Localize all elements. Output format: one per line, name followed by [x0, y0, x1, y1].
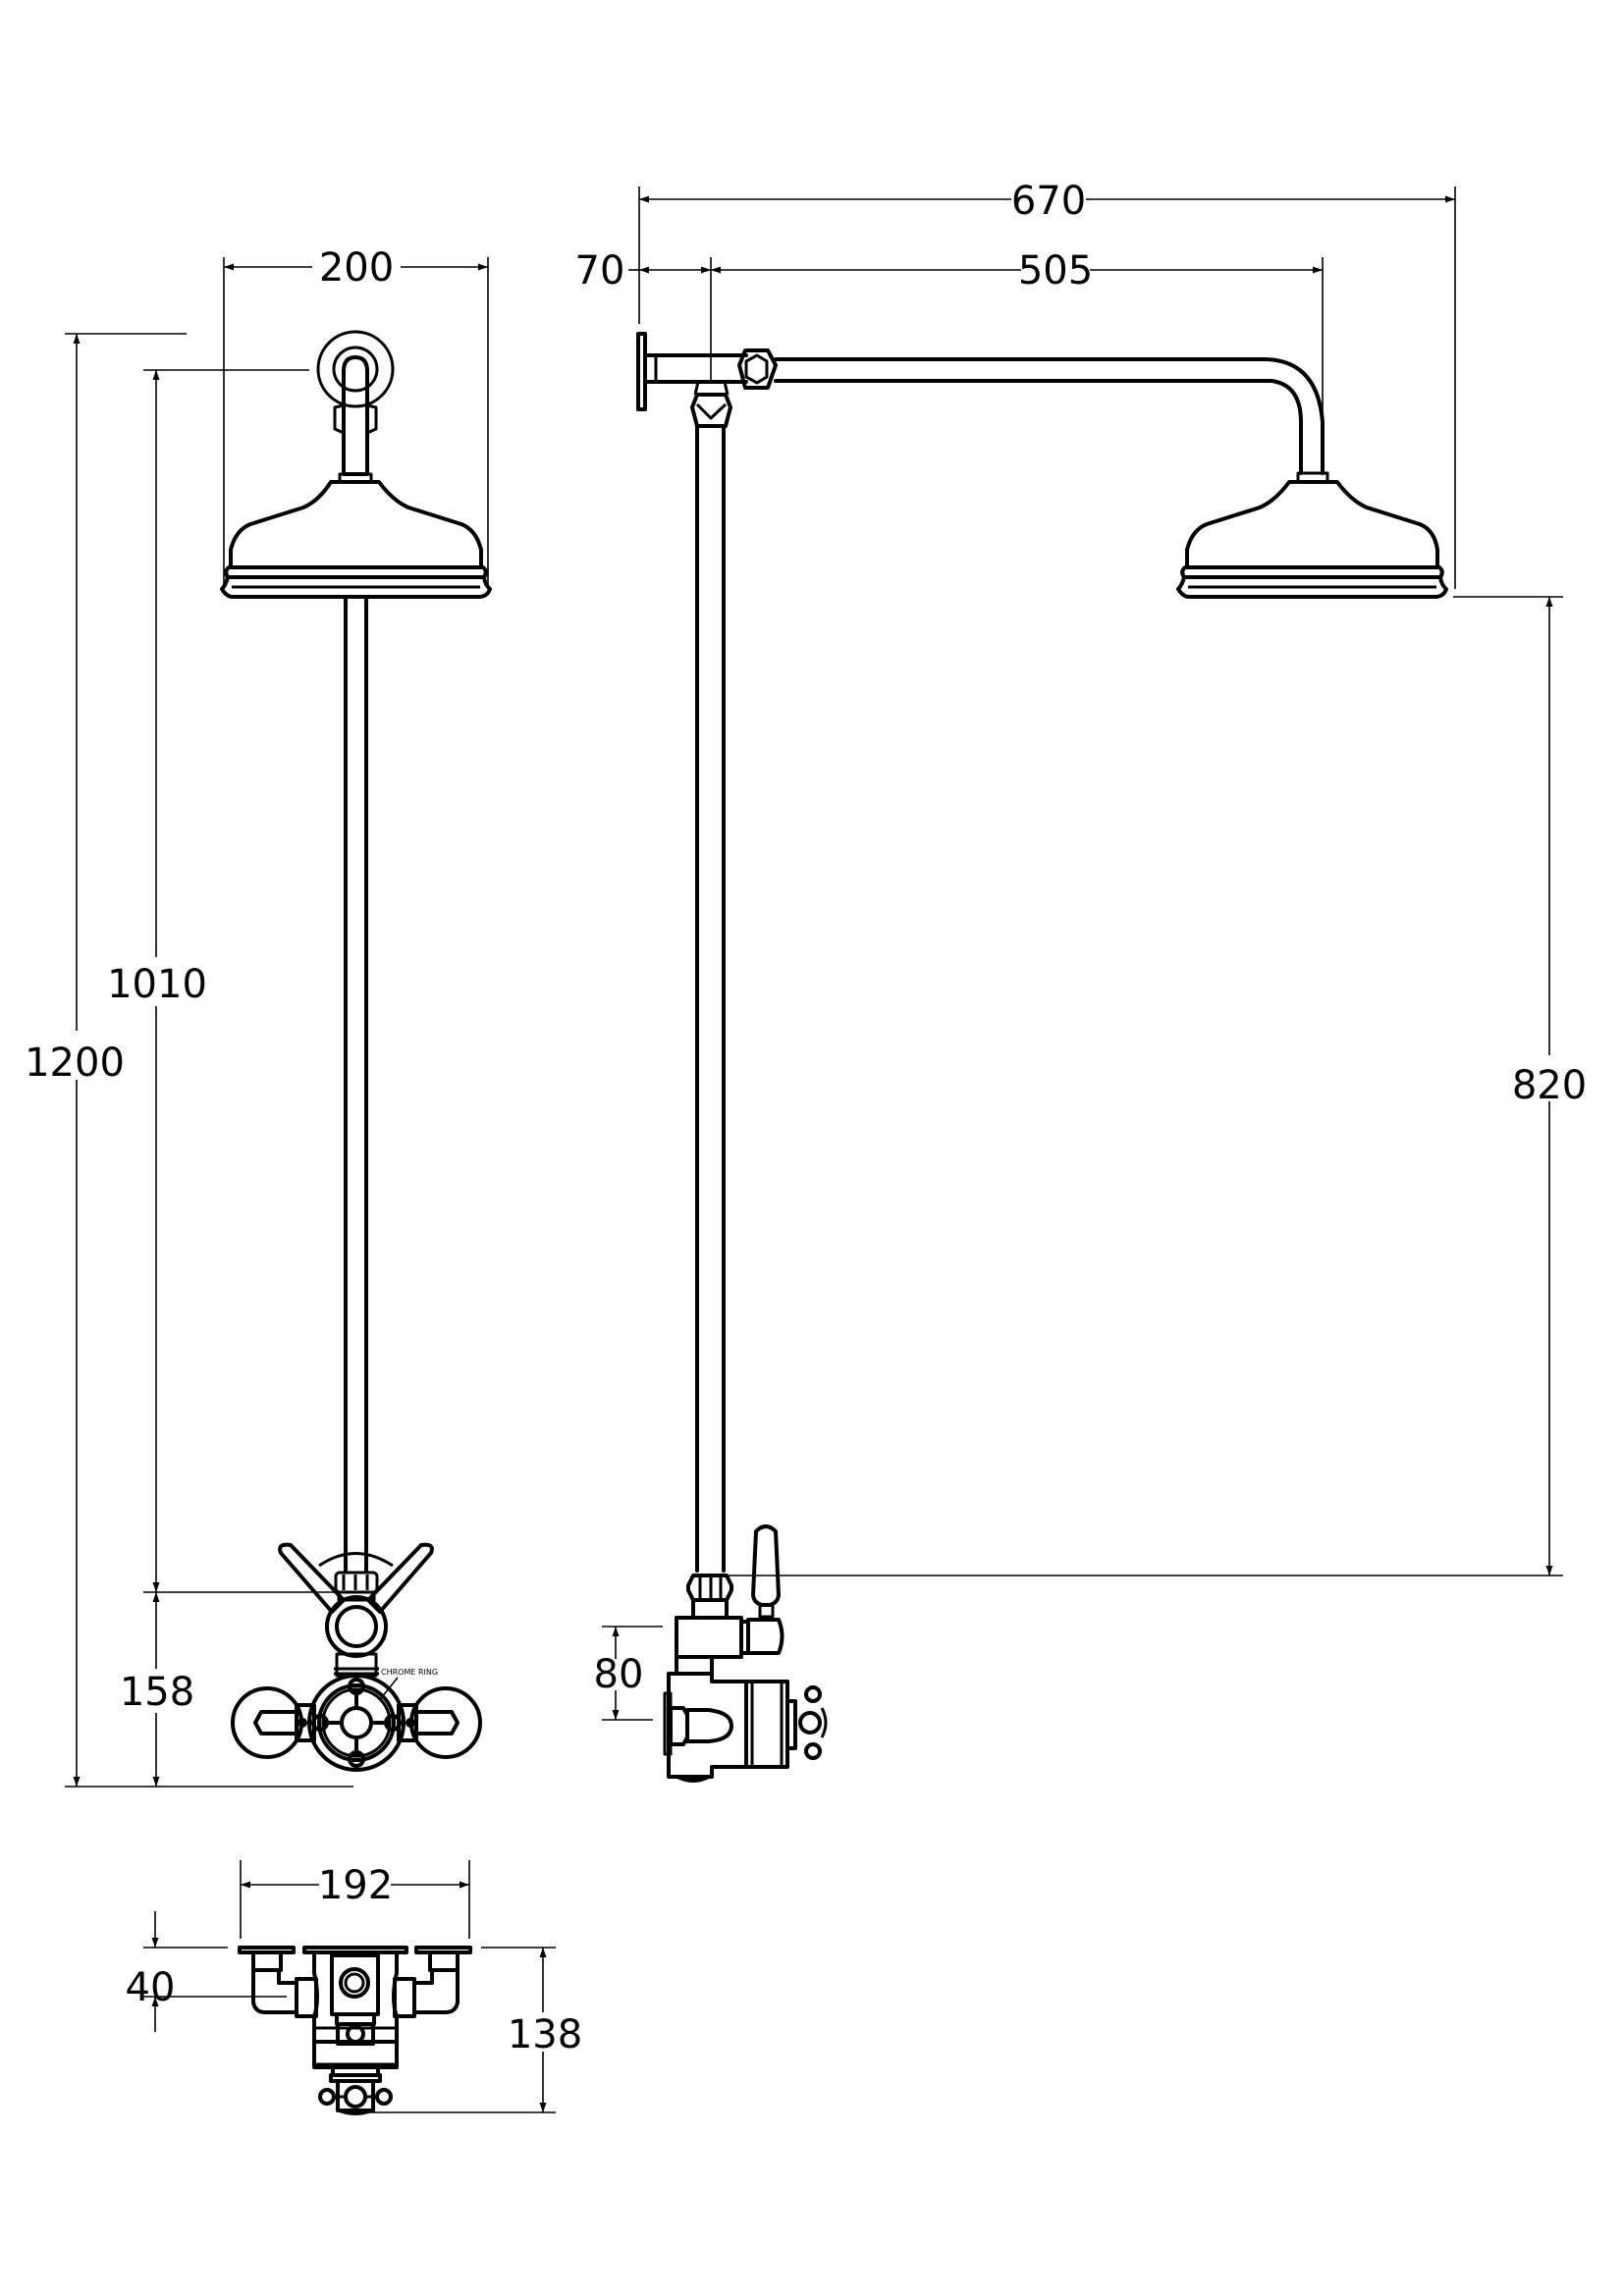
dim-label-138: 138	[508, 2012, 582, 2057]
dim-label-80: 80	[594, 1652, 644, 1697]
dim-wall-to-inlet: 40	[126, 1911, 287, 2032]
dim-label-670: 670	[1011, 179, 1086, 224]
dim-riser-to-head: 505	[711, 248, 1323, 294]
dim-overall-height: 1200	[25, 333, 353, 1788]
dim-label-1010: 1010	[107, 962, 207, 1007]
dim-head-width: 200	[223, 245, 489, 589]
dim-inlet-centres: 192	[240, 1860, 470, 1939]
dim-label-70: 70	[575, 248, 625, 294]
dim-valve-outlet-spacing: 80	[594, 1626, 663, 1721]
plan-view: 192 40 138	[126, 1860, 582, 2115]
dim-label-820: 820	[1512, 1063, 1587, 1108]
annotation-chrome-ring: CHROME RING	[381, 1668, 438, 1677]
shower-head-front	[220, 330, 492, 599]
valve-side	[663, 1524, 828, 1783]
shower-head-side	[1176, 471, 1448, 599]
shower-arm-side	[636, 332, 1325, 475]
dim-label-1200: 1200	[25, 1041, 125, 1086]
riser-front	[344, 595, 368, 1573]
dim-label-200: 200	[319, 245, 394, 291]
dim-valve-depth: 138	[365, 1947, 582, 2113]
front-view: 200	[25, 245, 492, 1788]
dim-head-to-valve-outlet: 820	[729, 596, 1587, 1576]
riser-side	[695, 424, 726, 1573]
dim-head-to-valve: 1010	[107, 369, 339, 1593]
dim-label-505: 505	[1018, 248, 1093, 294]
dim-label-192: 192	[318, 1863, 393, 1908]
dim-label-158: 158	[120, 1670, 194, 1715]
dim-wall-to-riser: 70	[575, 248, 1324, 461]
side-view: 670 70 505	[575, 179, 1587, 1783]
dim-label-40: 40	[126, 1965, 176, 2010]
dim-valve-height: 158	[120, 1592, 194, 1787]
dim-overall-projection: 670	[638, 179, 1456, 589]
valve-front: CHROME RING	[231, 1542, 482, 1772]
valve-plan	[238, 1946, 472, 2115]
